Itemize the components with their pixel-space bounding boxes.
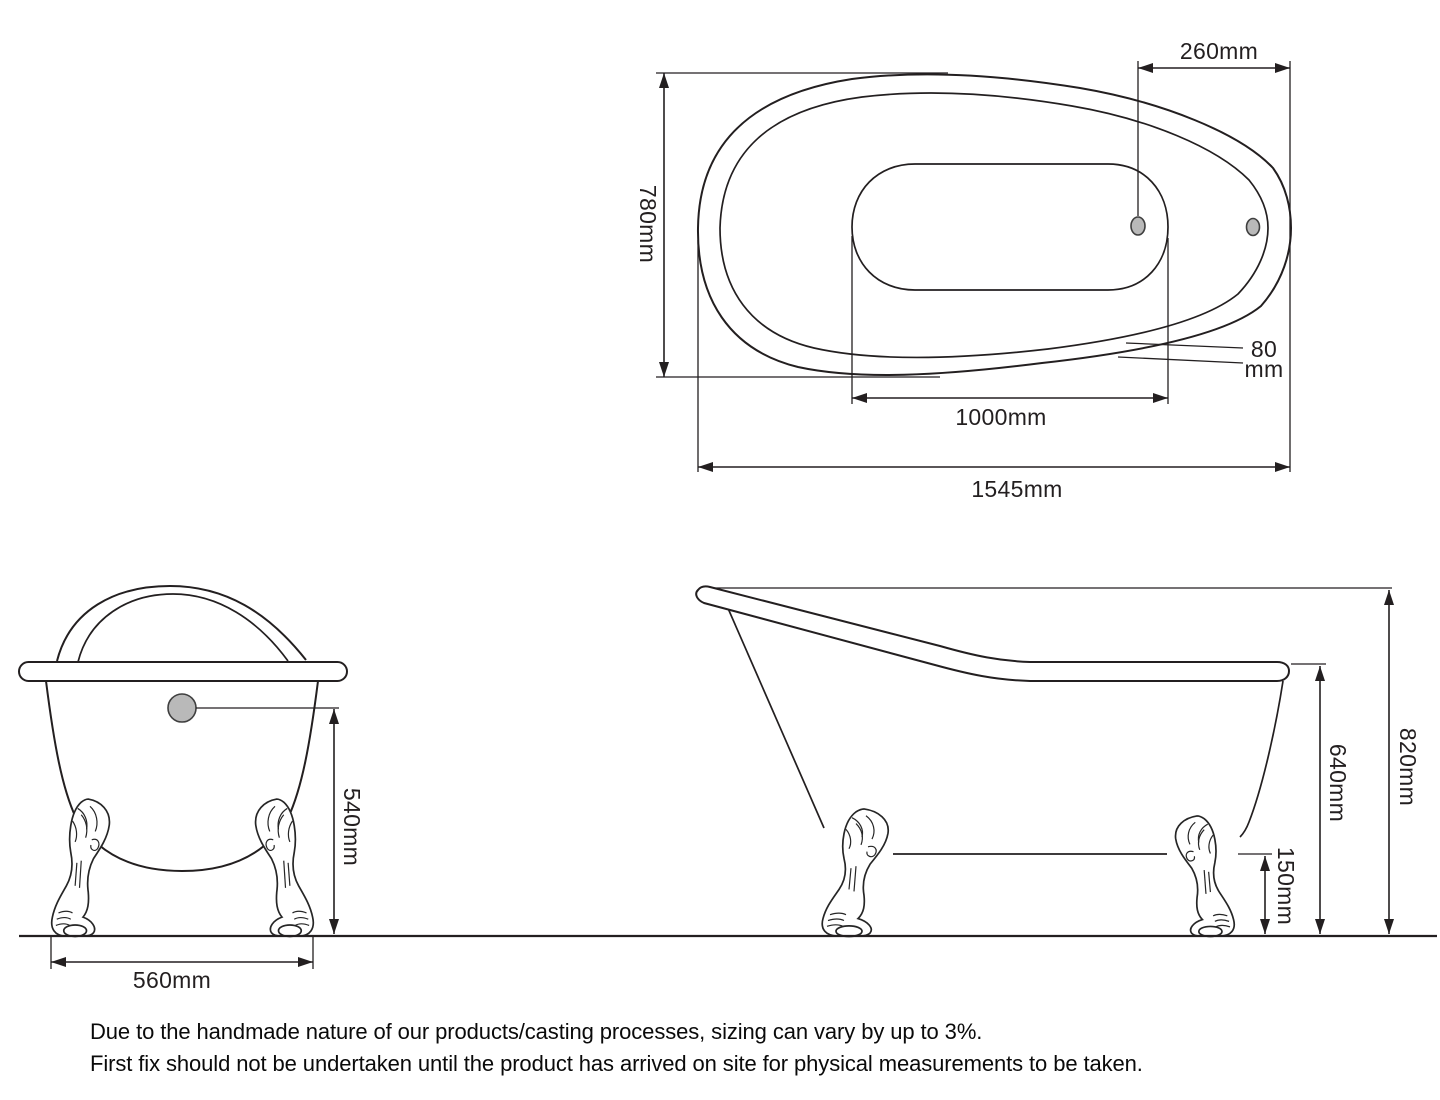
dimension-basin-length: 1000mm	[851, 236, 1169, 430]
footnotes: Due to the handmade nature of our produc…	[90, 1016, 1143, 1080]
bath-front-edge	[1239, 680, 1284, 838]
bath-body-front	[45, 680, 319, 873]
claw-foot-side-left	[821, 808, 890, 938]
claw-foot-front-right	[254, 798, 315, 938]
dim-label-150mm: 150mm	[1273, 847, 1299, 925]
footnote-line-1: Due to the handmade nature of our produc…	[90, 1019, 983, 1044]
bath-inner-rim	[719, 92, 1269, 359]
dim-label-1000mm: 1000mm	[955, 404, 1046, 430]
waste-hole-front	[167, 693, 197, 723]
side-view: 640mm 820mm 150mm	[695, 585, 1421, 938]
dim-label-540mm: 540mm	[339, 788, 365, 866]
dim-label-80: 80	[1251, 336, 1277, 362]
footnote-line-2: First fix should not be undertaken until…	[90, 1051, 1143, 1076]
dimension-overall-length: 1545mm	[697, 240, 1290, 502]
dimension-waste-height: 540mm	[329, 709, 365, 934]
dim-label-260mm: 260mm	[1180, 38, 1258, 64]
dimension-floor-clearance: 150mm	[1260, 847, 1299, 934]
rim-side	[695, 585, 1291, 682]
dimension-waste-offset: 260mm	[1137, 38, 1291, 472]
dim-label-1545mm: 1545mm	[971, 476, 1062, 502]
dimension-overall-width: 780mm	[635, 72, 948, 378]
dim-label-780mm: 780mm	[635, 185, 661, 263]
dimension-rim-width: 80 mm	[1117, 336, 1284, 382]
claw-foot-side-right	[1174, 815, 1236, 938]
dimension-overall-height: 820mm	[1384, 590, 1421, 934]
dim-label-mm: mm	[1245, 356, 1284, 382]
front-view: 540mm 560mm	[18, 584, 365, 993]
bath-outer-rim	[696, 73, 1293, 376]
waste-hole	[1130, 216, 1146, 236]
dim-label-560mm: 560mm	[133, 967, 211, 993]
dimension-rim-height: 640mm	[1291, 663, 1351, 934]
bath-back-edge	[726, 605, 825, 829]
overflow-hole	[1245, 217, 1261, 237]
backrest-outer-edge	[56, 584, 307, 662]
top-view: 260mm 780mm 80 mm 1000mm 1545mm	[635, 38, 1293, 502]
backrest-inner-edge	[77, 593, 289, 663]
dim-label-640mm: 640mm	[1325, 744, 1351, 822]
bath-basin	[851, 163, 1169, 291]
claw-foot-front-left	[50, 798, 111, 938]
rim-front	[18, 661, 348, 682]
dimension-feet-spacing: 560mm	[50, 937, 314, 993]
dim-label-820mm: 820mm	[1395, 728, 1421, 806]
